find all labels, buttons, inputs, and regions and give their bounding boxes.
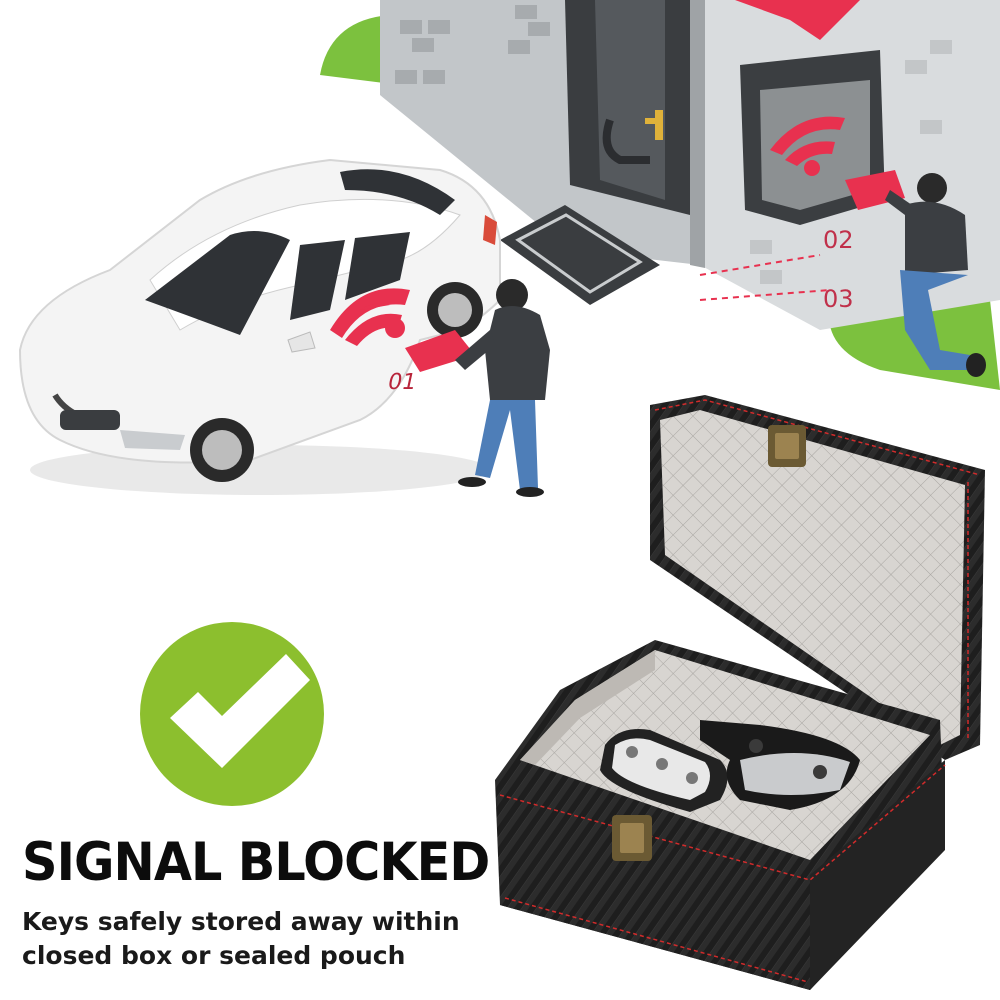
step-label-2: 02 xyxy=(823,226,854,254)
relay-device-car xyxy=(405,330,475,372)
step-label-3: 03 xyxy=(823,285,854,313)
car-key-fob-2 xyxy=(700,720,860,810)
caption-line-1: Keys safely stored away within xyxy=(22,907,460,936)
caption: Keys safely stored away within closed bo… xyxy=(22,905,492,973)
checkmark-badge xyxy=(140,622,324,806)
car xyxy=(18,158,501,495)
box-clasp-icon xyxy=(612,425,806,861)
headline: SIGNAL BLOCKED xyxy=(22,832,490,893)
thief-figure-2 xyxy=(885,173,986,377)
car-key-fob-1 xyxy=(600,729,728,812)
house xyxy=(320,0,1000,390)
car-wifi-signal-icon xyxy=(330,288,410,346)
wifi-signal-icon xyxy=(770,116,845,176)
faraday-key-box xyxy=(495,395,985,990)
caption-line-2: closed box or sealed pouch xyxy=(22,941,406,970)
checkmark-icon xyxy=(170,654,310,768)
thief-figure-1 xyxy=(455,279,550,497)
step-label-1: 01 xyxy=(385,370,419,395)
doormat xyxy=(500,205,660,305)
